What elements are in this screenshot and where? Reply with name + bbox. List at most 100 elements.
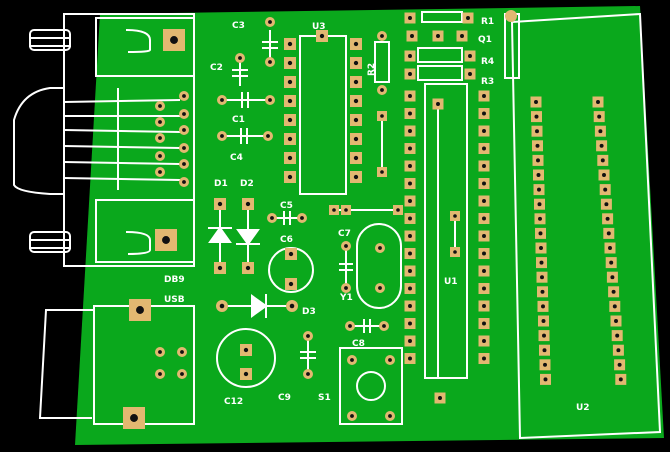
label-c5: C5 [280, 201, 293, 211]
drill-hole [541, 319, 546, 323]
drill-hole [220, 134, 224, 138]
drill-hole [344, 286, 348, 290]
drill-hole [380, 170, 384, 174]
drill-hole [243, 371, 249, 377]
drill-hole [453, 250, 457, 254]
drill-hole [482, 129, 486, 133]
drill-hole [605, 216, 610, 221]
label-y1: Y1 [339, 293, 353, 303]
drill-hole [182, 112, 186, 116]
drill-hole [158, 170, 162, 174]
y1-crystal-outline [356, 223, 402, 309]
label-u2: U2 [576, 403, 590, 413]
drill-hole [408, 356, 412, 361]
silkscreen-labels: C3 U3 R1 Q1 R4 R3 R2 C2 C1 C4 D1 D2 C5 C… [164, 17, 590, 413]
drill-hole [482, 304, 486, 308]
drill-hole [598, 129, 603, 134]
drill-hole [540, 275, 544, 280]
drill-hole [534, 100, 538, 104]
drill-hole [380, 34, 384, 38]
drill-hole [482, 181, 486, 186]
s1-switch [339, 347, 403, 425]
drill-hole [482, 286, 486, 291]
drill-hole [388, 358, 392, 362]
drill-hole [158, 372, 162, 376]
drill-hole [408, 164, 412, 168]
drill-hole [537, 187, 541, 192]
drill-hole [614, 319, 618, 323]
drill-hole [270, 216, 274, 220]
drill-hole [618, 377, 623, 382]
drill-hole [535, 129, 539, 134]
drill-hole [158, 154, 162, 158]
drill-hole [158, 120, 162, 124]
drill-hole [536, 173, 541, 177]
drill-hole [482, 356, 486, 361]
drill-hole [482, 164, 486, 168]
drill-hole [408, 199, 412, 203]
drill-hole [408, 286, 412, 291]
drill-hole [348, 324, 352, 328]
label-r2: R2 [367, 63, 377, 76]
drill-hole [353, 41, 359, 47]
drill-hole [600, 158, 605, 163]
drill-hole [539, 246, 543, 250]
drill-hole [606, 231, 611, 236]
drill-hole [220, 98, 224, 102]
drill-hole [534, 114, 539, 119]
drill-hole [482, 234, 486, 238]
drill-hole [612, 304, 617, 309]
drill-hole [266, 134, 270, 138]
label-c7: C7 [338, 229, 351, 239]
drill-hole [287, 41, 293, 47]
drill-hole [238, 56, 242, 60]
drill-hole [482, 199, 486, 203]
drill-hole [466, 16, 470, 20]
label-c1: C1 [232, 115, 245, 125]
drill-hole [170, 36, 178, 44]
drill-hole [453, 214, 457, 218]
drill-hole [344, 208, 348, 212]
drill-hole [542, 348, 547, 353]
drill-hole [408, 146, 412, 151]
drill-hole [319, 33, 325, 39]
drill-hole [287, 60, 293, 66]
drill-hole [482, 251, 486, 256]
drill-hole [597, 114, 602, 119]
drill-hole [604, 202, 609, 207]
drill-hole [468, 72, 472, 76]
label-usb: USB [164, 295, 185, 305]
drill-hole [536, 158, 540, 163]
drill-hole [353, 136, 359, 142]
drill-hole [611, 289, 616, 294]
u1-ic-outline [424, 83, 468, 379]
drill-hole [541, 304, 545, 309]
drill-hole [182, 94, 186, 98]
drill-hole [608, 246, 612, 250]
drill-hole [408, 251, 412, 256]
drill-hole [408, 129, 412, 133]
drill-hole [287, 79, 293, 85]
drill-hole [482, 321, 486, 326]
pad-group [123, 12, 627, 429]
drill-hole [288, 251, 294, 257]
drill-hole [543, 377, 548, 382]
drill-hole [353, 60, 359, 66]
drill-hole [158, 350, 162, 354]
drill-hole [408, 16, 412, 20]
drill-hole [543, 362, 547, 367]
drill-hole [482, 339, 486, 343]
drill-hole [353, 98, 359, 104]
drill-hole [287, 136, 293, 142]
label-c3: C3 [232, 21, 245, 31]
drill-hole [182, 162, 186, 166]
label-c4: C4 [230, 153, 243, 163]
drill-hole [540, 289, 545, 294]
drill-hole [245, 265, 251, 271]
drill-hole [610, 275, 615, 280]
drill-hole [408, 321, 412, 326]
drill-hole [410, 34, 414, 38]
drill-hole [350, 414, 354, 418]
drill-hole [408, 339, 412, 343]
